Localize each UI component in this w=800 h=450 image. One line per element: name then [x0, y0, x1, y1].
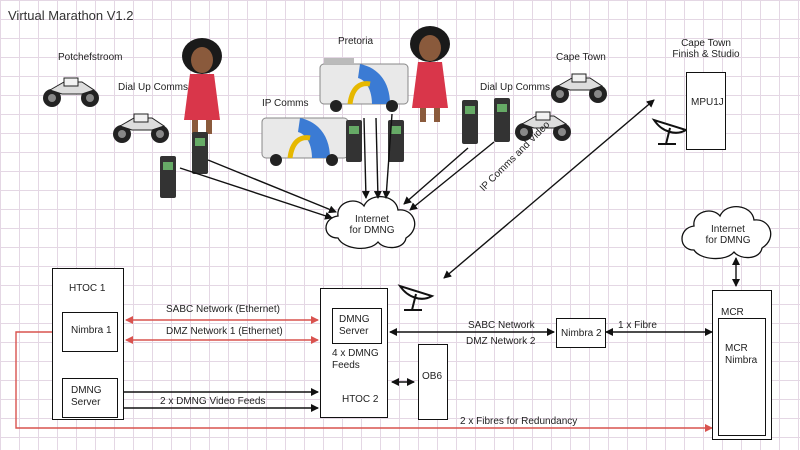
red-ethernet-links	[15, 316, 713, 432]
satellite-dish-icon-htoc	[397, 284, 435, 311]
nimbra2-label: Nimbra 2	[561, 328, 602, 339]
htoc2-feeds-line1: 4 x DMNG	[332, 348, 379, 359]
internet-cloud-right	[681, 206, 772, 260]
dmng-unit-6	[494, 98, 510, 142]
htoc2-dmng-server-label: DMNG Server	[339, 314, 370, 338]
mcr-title: MCR	[721, 307, 744, 318]
internet-center-line2: for DMNG	[349, 225, 395, 236]
finish-line1: Cape Town	[681, 38, 731, 49]
label-dmz-network2: DMZ Network 2	[466, 336, 536, 347]
htoc1-title: HTOC 1	[69, 283, 106, 294]
presenter-figure-right	[410, 26, 450, 122]
links-to-internet	[179, 99, 740, 287]
label-sabc-network: SABC Network	[468, 320, 535, 331]
nimbra2-box: Nimbra 2	[556, 318, 606, 348]
satellite-dish-icon-cape-town	[651, 118, 689, 145]
motorbike-icon-potchefstroom	[43, 77, 99, 107]
mcr-inner-line2: Nimbra	[725, 355, 758, 366]
htoc1-dmng-line2: Server	[71, 397, 101, 408]
internet-right-line2: for DMNG	[705, 235, 751, 246]
label-sabc-ethernet: SABC Network (Ethernet)	[166, 304, 280, 315]
black-network-links	[86, 328, 713, 412]
label-dial-up-right: Dial Up Comms	[480, 82, 551, 93]
htoc2-title-bottom: HTOC 2	[342, 394, 379, 405]
label-fibre: 1 x Fibre	[618, 320, 657, 331]
mpu1j-box: MPU1J	[686, 72, 726, 150]
internet-center-line1: Internet	[355, 214, 389, 225]
htoc2-dmng-server-box: DMNG Server	[332, 308, 382, 344]
motorbike-icon-cape-town	[551, 73, 607, 103]
label-fibres-redundancy: 2 x Fibres for Redundancy	[460, 416, 578, 427]
nimbra1-box: Nimbra 1	[62, 312, 118, 352]
mpu1j-label: MPU1J	[691, 97, 724, 108]
htoc2-dmng-line2: Server	[339, 326, 369, 337]
label-dial-up-left: Dial Up Comms	[118, 82, 189, 93]
dmng-unit-3	[346, 120, 362, 162]
mcr-inner-line1: MCR	[725, 343, 748, 354]
internet-right-label: Internet for DMNG	[698, 224, 758, 246]
presenter-figure-left	[182, 38, 222, 134]
label-ip-comms: IP Comms	[262, 98, 309, 109]
location-cape-town-finish: Cape Town Finish & Studio	[666, 38, 746, 60]
ob-van-ip-comms	[261, 117, 349, 166]
ob6-box: OB6	[418, 344, 448, 420]
ob-van-pretoria	[319, 58, 409, 112]
dmng-unit-2	[192, 132, 208, 174]
internet-center-label: Internet for DMNG	[342, 214, 402, 236]
location-potchefstroom: Potchefstroom	[58, 52, 123, 63]
motorbike-icon-dialup-left	[113, 113, 169, 143]
diagram-title: Virtual Marathon V1.2	[8, 8, 134, 23]
htoc1-dmng-server-box: DMNG Server	[62, 378, 118, 418]
htoc2-feeds-line2: Feeds	[332, 360, 360, 371]
dmng-unit-1	[160, 156, 176, 198]
mcr-nimbra-box: MCR Nimbra	[718, 318, 766, 436]
label-dmz-ethernet: DMZ Network 1 (Ethernet)	[166, 326, 283, 337]
htoc2-feeds-label: 4 x DMNG Feeds	[332, 348, 379, 372]
nimbra1-label: Nimbra 1	[71, 325, 112, 336]
mcr-nimbra-label: MCR Nimbra	[725, 343, 757, 367]
htoc1-dmng-line1: DMNG	[71, 385, 102, 396]
internet-right-line1: Internet	[711, 224, 745, 235]
internet-cloud-center	[325, 196, 416, 249]
htoc1-dmng-server-label: DMNG Server	[71, 385, 102, 409]
dmng-unit-4	[388, 120, 404, 162]
location-cape-town: Cape Town	[556, 52, 606, 63]
label-video-feeds: 2 x DMNG Video Feeds	[160, 396, 266, 407]
dmng-unit-5	[462, 100, 478, 144]
htoc2-dmng-line1: DMNG	[339, 314, 370, 325]
location-pretoria: Pretoria	[338, 36, 374, 47]
ob6-label: OB6	[422, 371, 443, 382]
finish-line2: Finish & Studio	[672, 49, 740, 60]
